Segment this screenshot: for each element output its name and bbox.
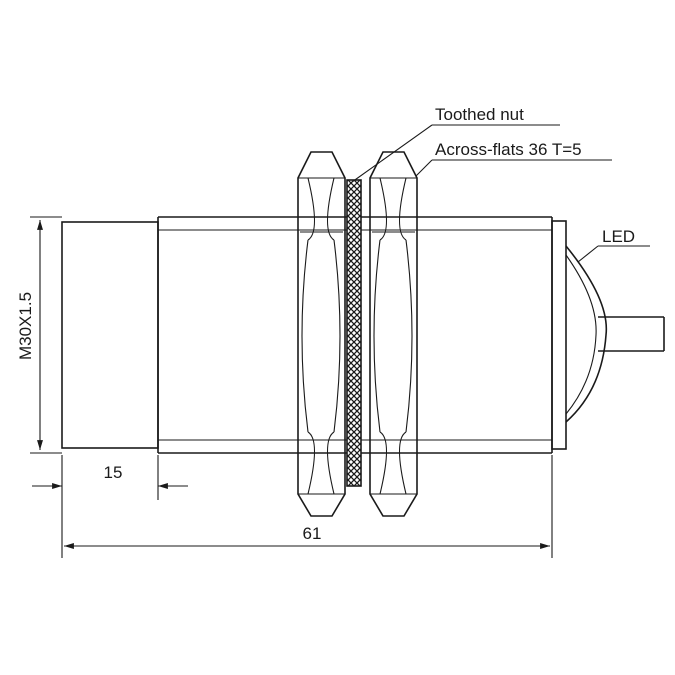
leader-led [577,245,650,263]
toothed-nut [346,179,362,487]
leader-toothed-nut [351,124,560,183]
led-dome [565,245,608,423]
cable [598,316,665,352]
sensing-face [61,221,159,449]
hex-nut-left [297,151,346,517]
dimension-total-length [61,455,553,558]
label-led: LED [602,227,635,246]
label-across-flats: Across-flats 36 T=5 [435,140,582,159]
leader-across-flats [415,159,612,177]
dimension-face-length [32,455,188,500]
rear-cap [551,220,567,450]
dimension-total-length-label: 61 [303,524,322,543]
hex-nut-right [369,151,418,517]
dimension-thread-label: M30X1.5 [16,292,35,360]
label-toothed-nut: Toothed nut [435,105,524,124]
dimension-face-length-label: 15 [104,463,123,482]
dimension-thread [30,216,62,454]
